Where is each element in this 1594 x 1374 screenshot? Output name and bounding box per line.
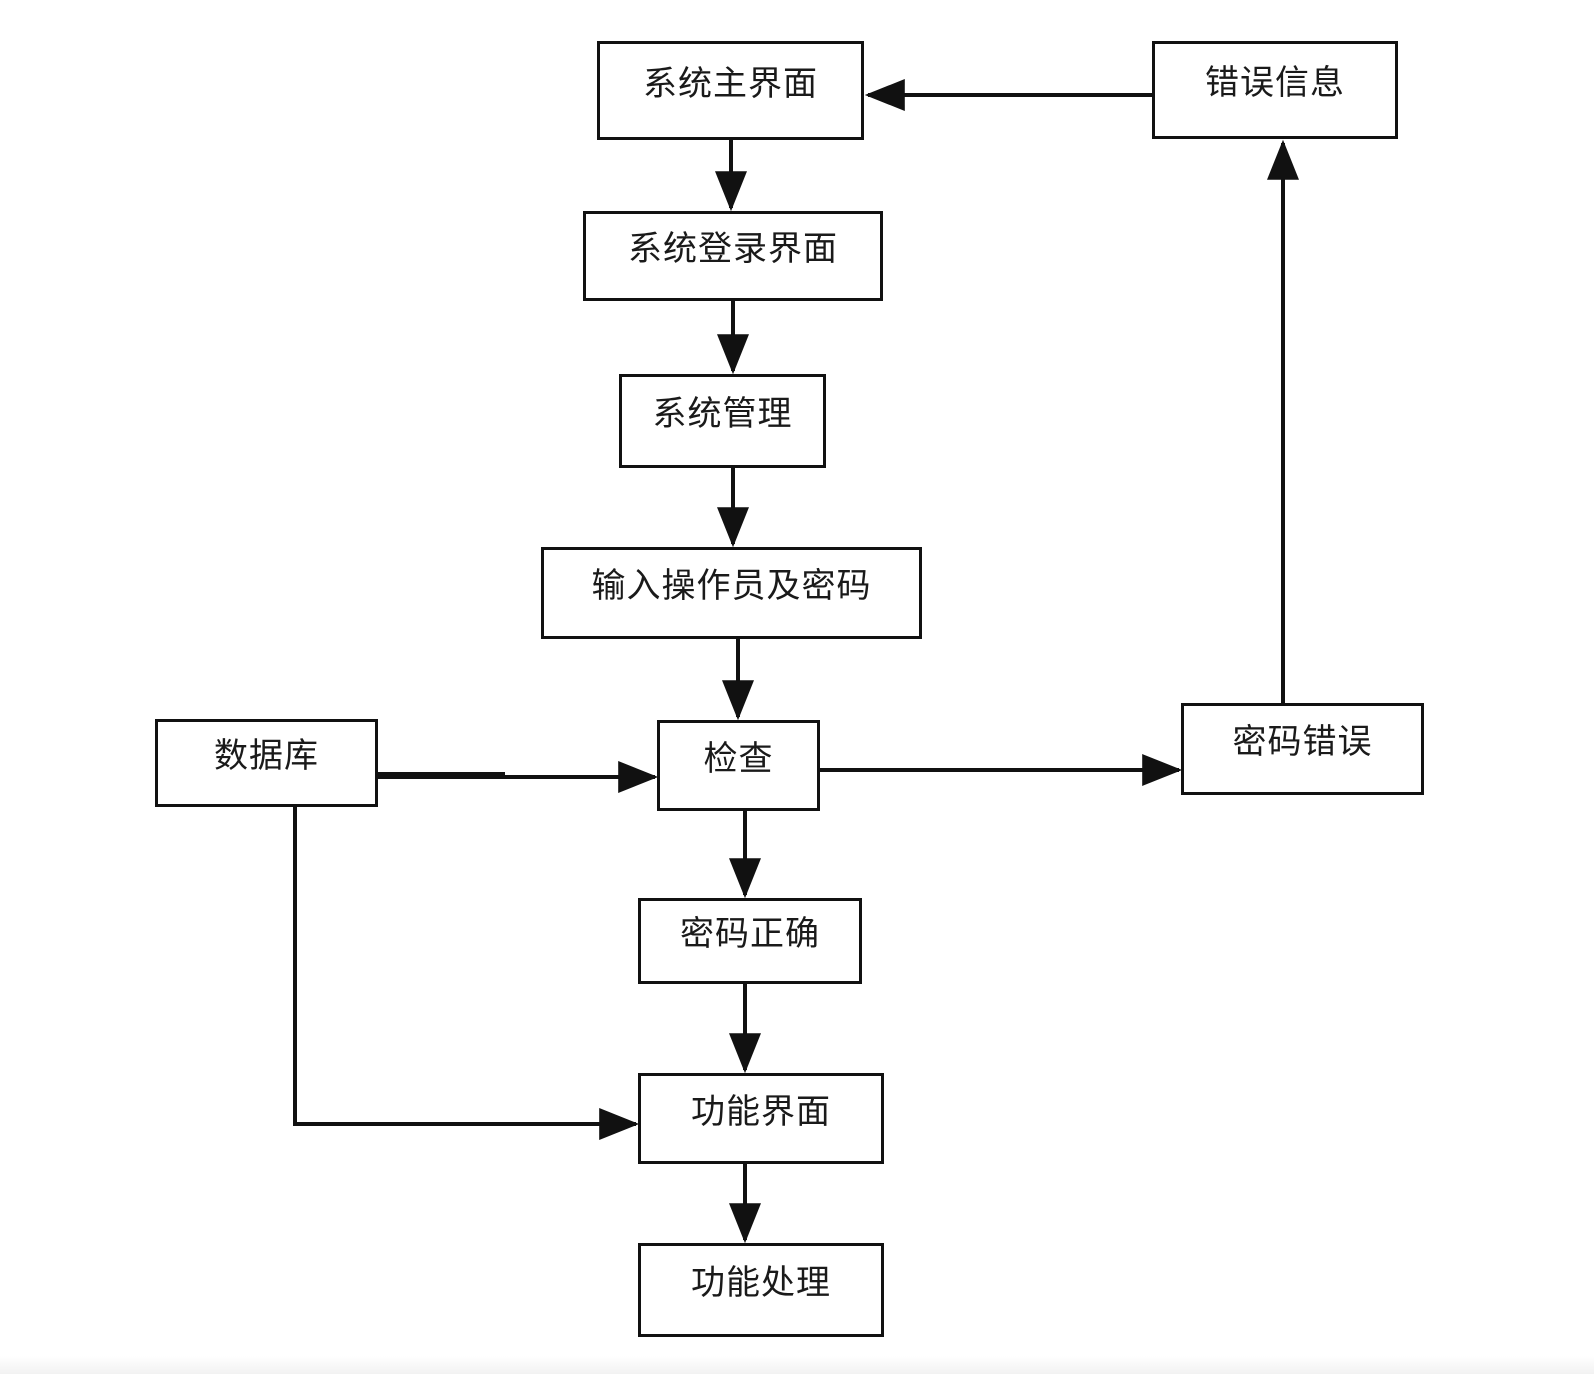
node-label: 系统登录界面 (628, 231, 838, 269)
node-function-processing[interactable]: 功能处理 (638, 1243, 884, 1337)
bottom-gradient-band (0, 1356, 1594, 1374)
node-label: 数据库 (214, 738, 319, 776)
node-label: 功能处理 (691, 1265, 831, 1303)
node-label: 错误信息 (1205, 65, 1345, 103)
edge-database-to-func-ui (293, 807, 640, 1140)
node-system-management[interactable]: 系统管理 (619, 374, 826, 468)
node-label: 输入操作员及密码 (591, 568, 872, 606)
node-function-interface[interactable]: 功能界面 (638, 1073, 884, 1164)
node-check[interactable]: 检查 (657, 720, 820, 811)
node-database[interactable]: 数据库 (155, 719, 378, 807)
node-password-correct[interactable]: 密码正确 (638, 898, 862, 984)
node-label: 功能界面 (691, 1093, 831, 1131)
node-label: 系统主界面 (643, 65, 818, 103)
node-label: 密码正确 (680, 916, 820, 954)
node-label: 系统管理 (652, 396, 793, 434)
node-password-wrong[interactable]: 密码错误 (1181, 703, 1424, 795)
node-main-interface[interactable]: 系统主界面 (597, 41, 864, 140)
node-label: 密码错误 (1232, 724, 1373, 762)
node-error-message[interactable]: 错误信息 (1152, 41, 1398, 139)
node-login-interface[interactable]: 系统登录界面 (583, 211, 883, 301)
node-label: 检查 (703, 740, 774, 778)
node-input-operator-password[interactable]: 输入操作员及密码 (541, 547, 922, 639)
